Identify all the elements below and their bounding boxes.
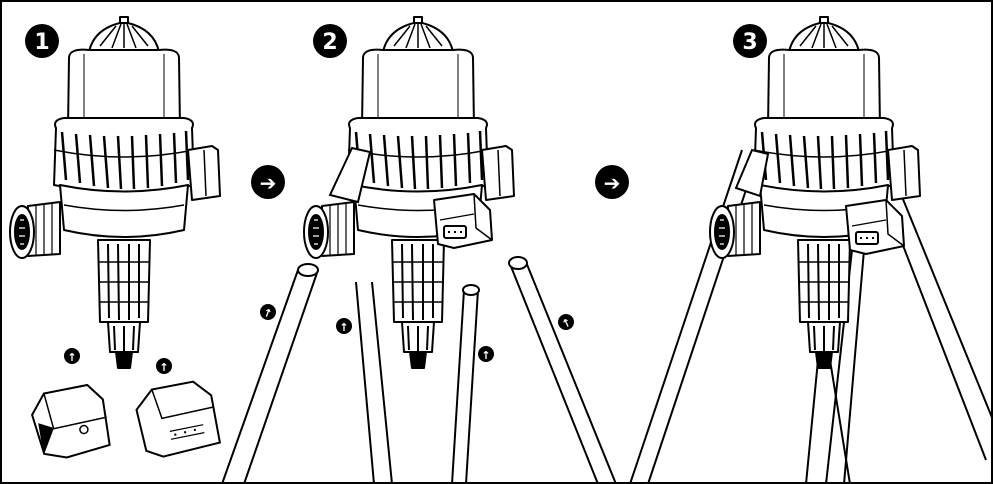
svg-text:3: 3 <box>742 30 757 55</box>
svg-text:↑: ↑ <box>481 349 490 362</box>
leg-installed-left <box>629 149 759 484</box>
leg-1 <box>221 269 319 484</box>
svg-text:↑: ↑ <box>159 361 168 374</box>
insert-arrow-icon: ↑ <box>156 358 172 374</box>
step-3-panel <box>629 15 993 484</box>
svg-text:➔: ➔ <box>604 171 621 195</box>
svg-text:↑: ↑ <box>261 306 274 321</box>
leg-3 <box>451 289 479 484</box>
step-number-1: 1 <box>25 24 59 58</box>
svg-text:2: 2 <box>322 30 337 55</box>
svg-text:↑: ↑ <box>339 321 348 334</box>
bracket-attached-left <box>328 146 372 204</box>
svg-text:1: 1 <box>34 30 49 55</box>
insert-arrow-icon: ↑ <box>64 348 80 364</box>
insert-arrow-icon: ↑ <box>260 304 276 321</box>
arrow-right-icon: ➔ <box>251 165 285 199</box>
insert-arrow-icon: ↑ <box>478 346 494 362</box>
svg-text:➔: ➔ <box>260 171 277 195</box>
leg-2 <box>355 281 393 484</box>
step-number-2: 2 <box>313 24 347 58</box>
step-2-panel <box>221 15 617 484</box>
insert-arrow-icon: ↑ <box>336 318 352 334</box>
bracket-installed-right <box>845 199 905 255</box>
leg-4 <box>509 261 617 484</box>
step-number-3: 3 <box>733 24 767 58</box>
bracket-left <box>31 383 111 459</box>
arrow-right-icon: ➔ <box>595 165 629 199</box>
bracket-right <box>135 380 222 458</box>
step-1-panel <box>8 15 222 459</box>
svg-text:↑: ↑ <box>67 351 76 364</box>
dosing-pump-step-3 <box>708 15 922 370</box>
insert-arrow-icon: ↑ <box>558 314 574 331</box>
dosing-pump-step-1 <box>8 15 222 370</box>
bracket-installed-left <box>734 148 770 198</box>
bracket-attached-right <box>433 193 493 249</box>
